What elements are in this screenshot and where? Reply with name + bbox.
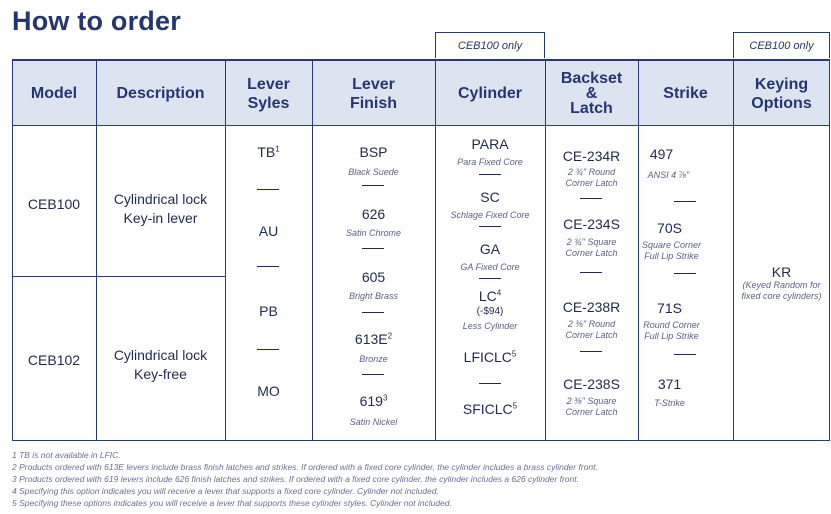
strike-desc: ANSI 4 ⅞" xyxy=(647,170,690,180)
header-description: Description xyxy=(116,85,205,102)
footnote-1: 1 TB is not available in LFIC. xyxy=(12,450,121,460)
cylinder-price: (-$94) xyxy=(476,306,504,317)
footnote-2: 2 Products ordered with 613E levers incl… xyxy=(12,462,598,472)
cylinder-ceb100-only-tag: CEB100 only xyxy=(435,32,545,58)
lever-finish-code: BSP xyxy=(359,144,388,160)
lever-style-item: MO xyxy=(257,383,280,399)
header-cylinder: Cylinder xyxy=(457,85,522,102)
lever-finish-code: 613E2 xyxy=(354,331,393,347)
lever-style-item: PB xyxy=(259,303,278,319)
cylinder-name: GA Fixed Core xyxy=(460,262,520,272)
keying-code: KR xyxy=(771,264,792,280)
backset-code: CE-234S xyxy=(563,216,620,232)
strike-code: 371 xyxy=(657,376,682,392)
lever-finish-name: Satin Nickel xyxy=(349,417,398,427)
lever-finish-code: 605 xyxy=(361,269,386,285)
keying-ceb100-only-tag: CEB100 only xyxy=(733,32,830,58)
lever-finish-code: 626 xyxy=(361,206,386,222)
strike-code: 71S xyxy=(657,300,682,316)
cylinder-code: GA xyxy=(479,241,501,257)
backset-code: CE-238S xyxy=(563,376,620,392)
footnote-5: 5 Specifying these options indicates you… xyxy=(12,498,452,508)
strike-code: 70S xyxy=(657,220,682,236)
lever-finish-name: Bronze xyxy=(359,354,388,364)
lever-finish-name: Bright Brass xyxy=(348,291,399,301)
cylinder-code: SC xyxy=(480,189,500,205)
footnote-4: 4 Specifying this option indicates you w… xyxy=(12,486,439,496)
strike-code: 497 xyxy=(649,146,674,162)
lever-style-item: AU xyxy=(258,223,279,239)
header-backset-latch: Backset&Latch xyxy=(560,70,623,117)
cylinder-name: Less Cylinder xyxy=(462,321,518,331)
header-model: Model xyxy=(30,85,78,102)
model-ceb100: CEB100 xyxy=(27,196,81,212)
cylinder-name: Para Fixed Core xyxy=(457,157,523,167)
lever-style-item: TB1 xyxy=(257,144,280,160)
model-ceb102: CEB102 xyxy=(27,352,81,368)
backset-code: CE-238R xyxy=(562,299,621,315)
footnote-3: 3 Products ordered with 619 levers inclu… xyxy=(12,474,579,484)
page-title: How to order xyxy=(12,6,181,36)
cylinder-code: LC4 xyxy=(478,288,502,304)
cylinder-code: PARA xyxy=(471,136,509,152)
lever-finish-name: Satin Chrome xyxy=(345,228,402,238)
lever-finish-name: Black Suede xyxy=(348,167,399,177)
cylinder-name: Schlage Fixed Core xyxy=(450,210,530,220)
header-strike: Strike xyxy=(663,85,708,102)
lever-finish-code: 6193 xyxy=(359,393,388,409)
cylinder-code: LFICLC5 xyxy=(463,349,517,365)
backset-code: CE-234R xyxy=(562,148,621,164)
strike-desc: T-Strike xyxy=(654,398,685,408)
cylinder-code: SFICLC5 xyxy=(462,401,518,417)
